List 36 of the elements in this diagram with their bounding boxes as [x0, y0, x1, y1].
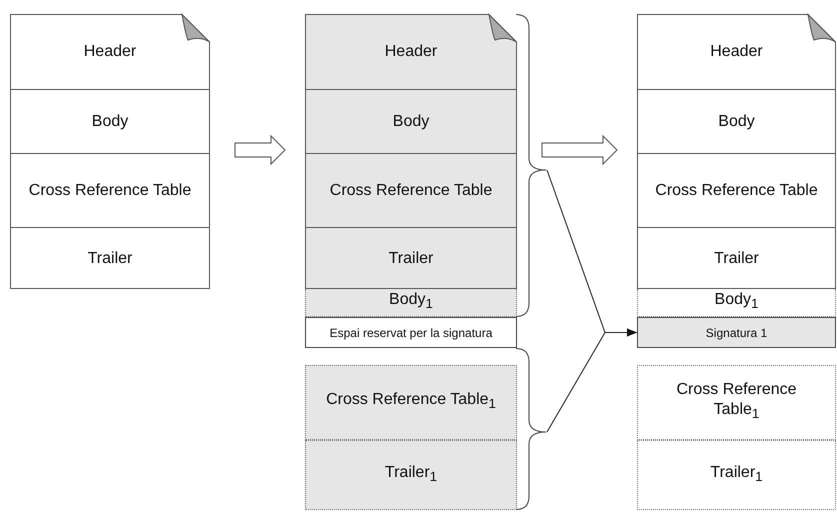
section-label: Body — [718, 112, 755, 132]
document-page — [305, 14, 517, 289]
document-page — [10, 14, 210, 289]
appended-section — [637, 289, 836, 317]
section-label: Trailer — [88, 248, 132, 268]
appended-section — [305, 365, 517, 440]
section-label: Cross Reference Table — [655, 180, 818, 200]
section-label: Cross Reference Table — [330, 180, 492, 200]
block-arrow — [542, 134, 618, 166]
section-label: Body — [92, 112, 128, 132]
section-label: Body$_{1}$ — [714, 290, 758, 314]
appended-section — [637, 440, 836, 510]
section-label: Cross Reference Table$_{1}$ — [326, 390, 496, 414]
section-label: Cross Reference Table — [28, 180, 192, 200]
curly-brace — [515, 348, 547, 510]
section-label: Body$_{1}$ — [389, 290, 433, 314]
appended-section — [637, 365, 836, 440]
section-label: Trailer$_{1}$ — [384, 462, 438, 486]
section-label: Header — [710, 42, 763, 62]
section-label: Header — [384, 42, 438, 62]
signature-section — [305, 317, 517, 348]
section-label: Espai reservat per la signatura — [330, 324, 492, 342]
section-label: Trailer — [388, 248, 434, 268]
section-label: Cross Reference Table$_{1}$ — [675, 380, 798, 424]
document-page — [637, 14, 836, 289]
curly-brace — [515, 14, 547, 317]
arrow — [546, 328, 638, 432]
appended-section — [305, 440, 517, 510]
section-label: Body — [392, 112, 430, 132]
signature-section — [637, 317, 836, 348]
section-label: Trailer — [714, 248, 759, 268]
block-arrow — [234, 134, 286, 166]
section-label: Trailer$_{1}$ — [710, 462, 763, 486]
appended-section — [305, 289, 517, 317]
section-label: Header — [84, 42, 136, 62]
section-label: Signatura 1 — [706, 324, 768, 342]
